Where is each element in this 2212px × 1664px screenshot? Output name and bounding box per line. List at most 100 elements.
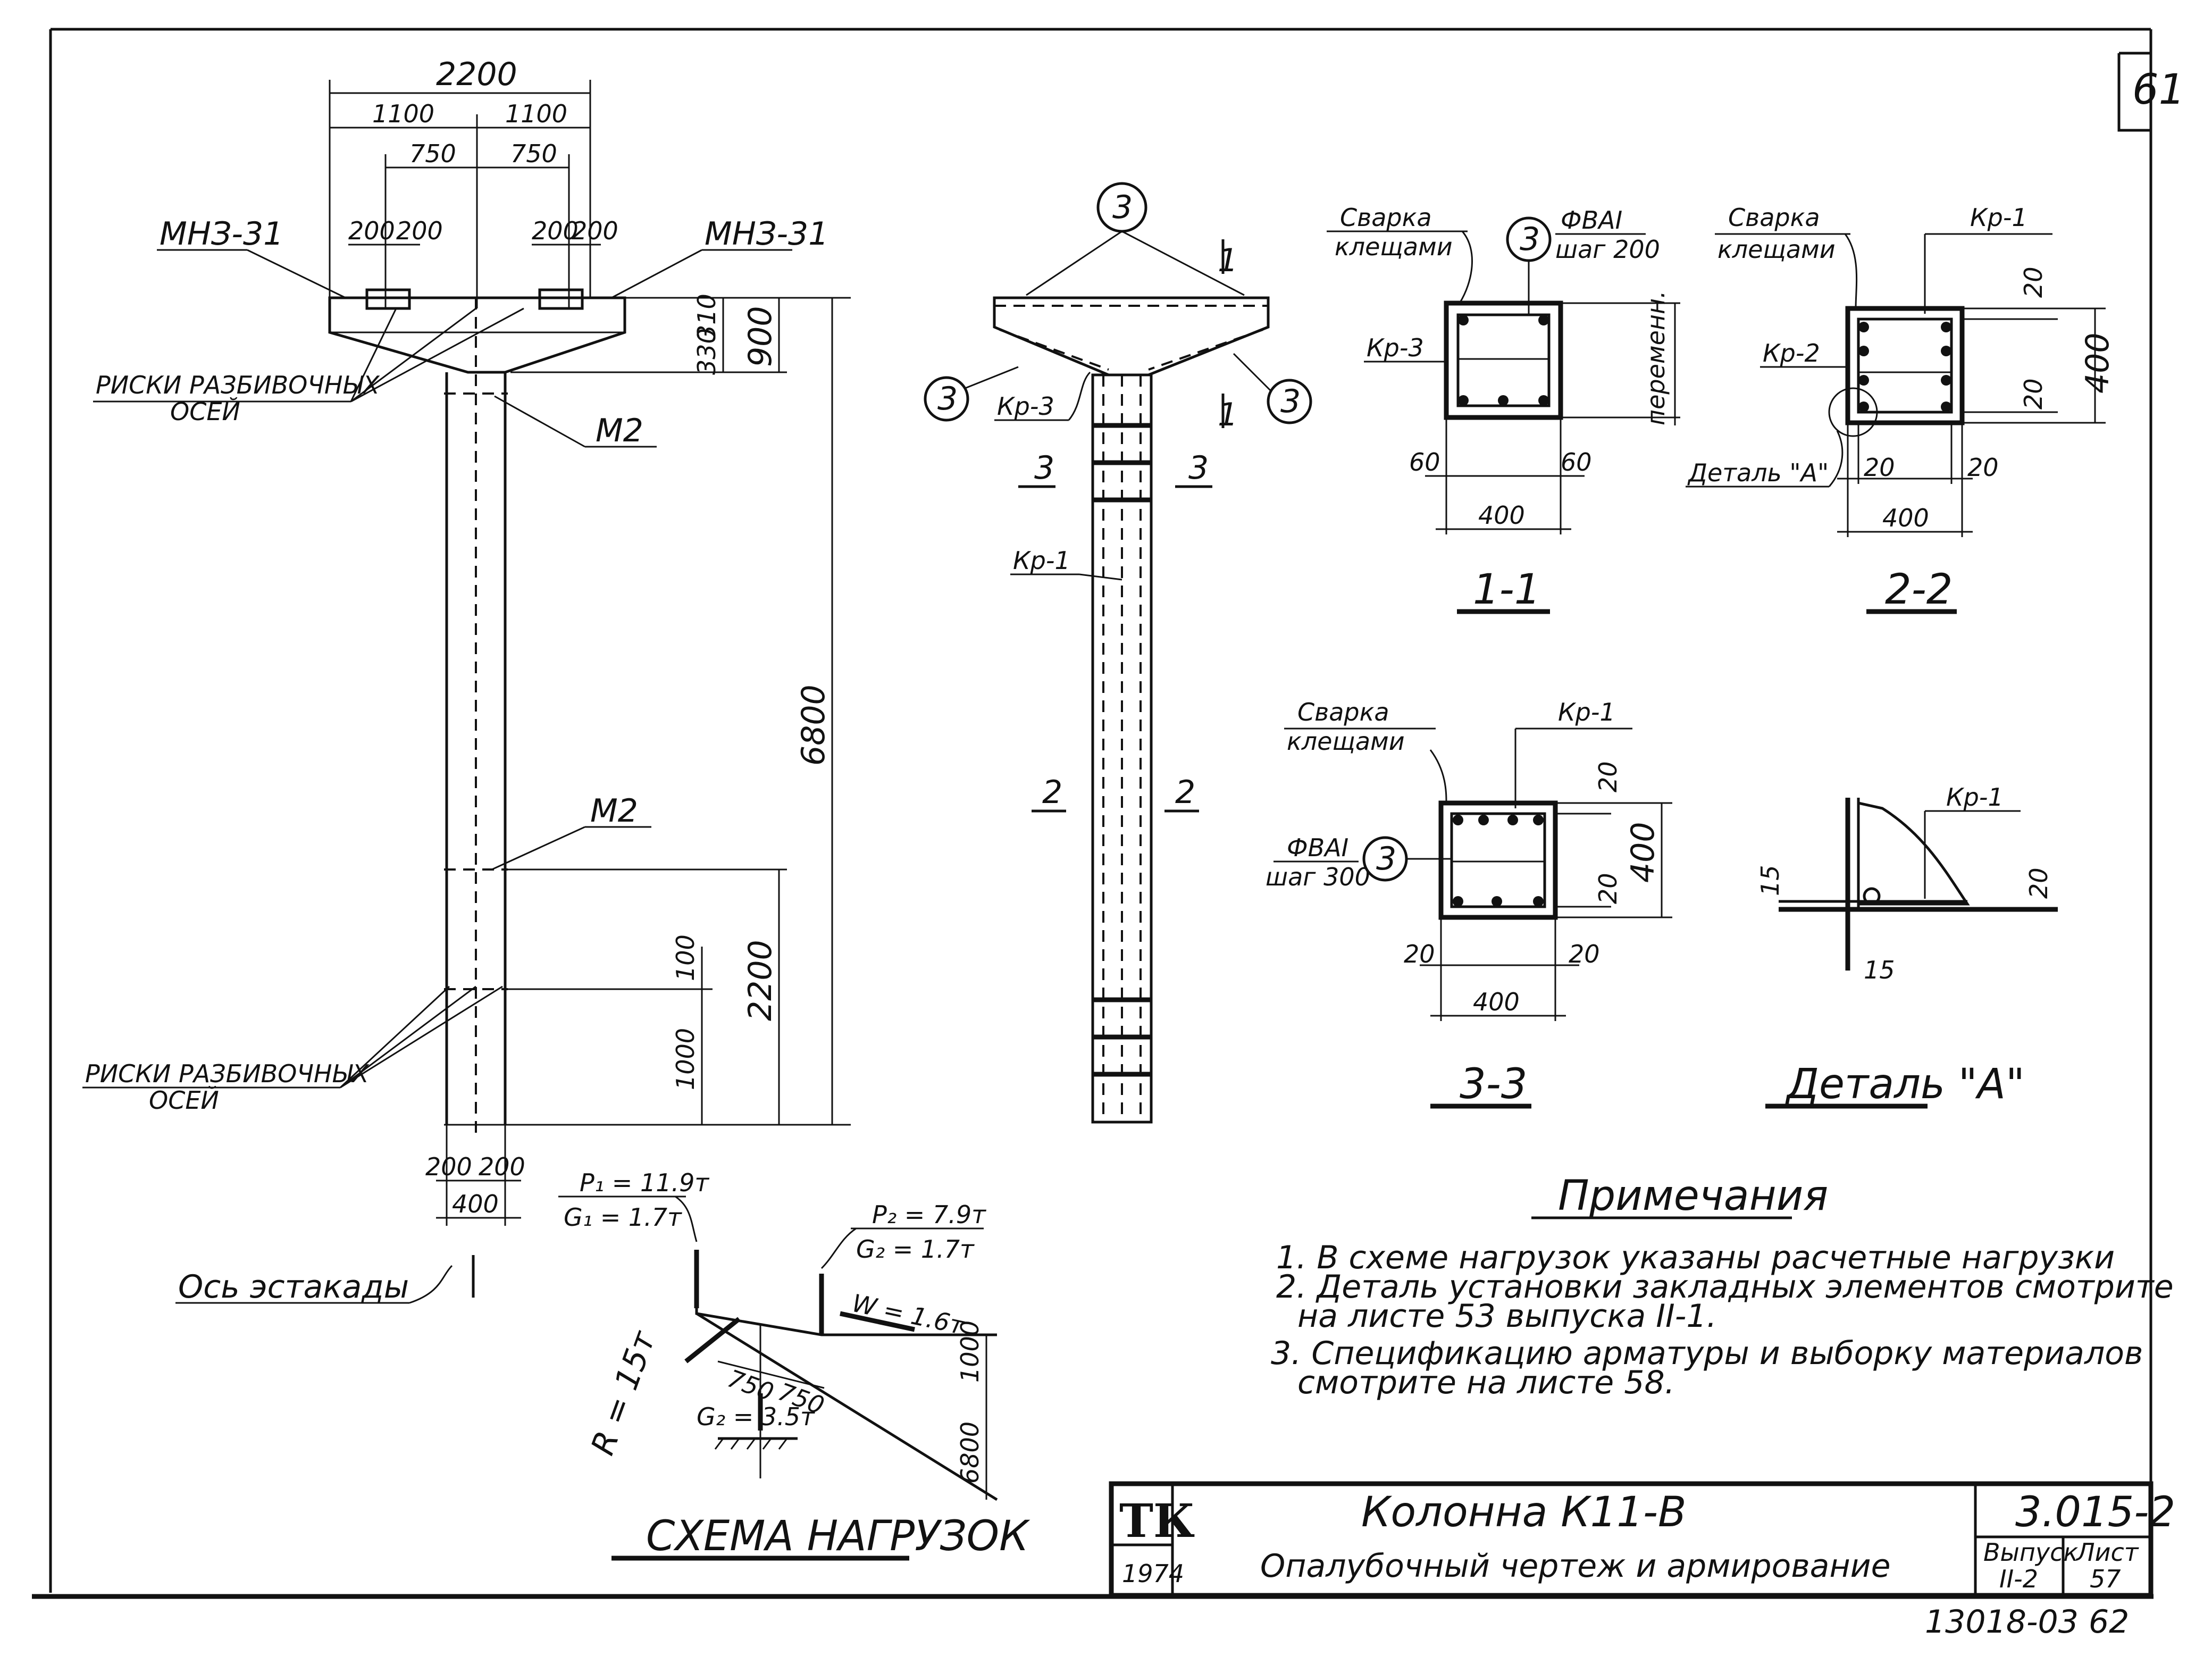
notes: Примечания 1. В схеме нагрузок указаны р… bbox=[1271, 1172, 2174, 1401]
dim-200-d: 200 bbox=[572, 216, 618, 245]
s11-stirrup bbox=[1456, 313, 1551, 407]
s33-dim-20-left: 20 bbox=[1404, 940, 1435, 968]
kr1-leader bbox=[1079, 573, 1122, 581]
s22-bar-8 bbox=[1941, 402, 1951, 412]
s11-weld-line1: Сварка bbox=[1340, 203, 1432, 232]
load-g2b: G₂ = 3.5т bbox=[697, 1402, 815, 1431]
note-line-4: 3. Спецификацию арматуры и выборку матер… bbox=[1271, 1335, 2143, 1372]
overpass-axis-leader bbox=[409, 1265, 453, 1304]
s22-dim-20-left: 20 bbox=[1864, 453, 1895, 482]
load-p1: P₁ = 11.9т bbox=[580, 1168, 709, 1197]
cut-2-right: 2 bbox=[1175, 774, 1195, 811]
load-g2: G₂ = 1.7т bbox=[856, 1235, 975, 1264]
s33-weld-leader bbox=[1429, 749, 1447, 804]
load-g1: G₁ = 1.7т bbox=[564, 1203, 682, 1232]
dim-1100-right: 1100 bbox=[505, 99, 567, 128]
cut-1-top: 1 bbox=[1218, 242, 1238, 279]
s33-dim-400-vert: 400 bbox=[1624, 822, 1662, 883]
axis-bottom-leader-c bbox=[340, 985, 503, 1089]
s33-bar-5 bbox=[1453, 896, 1463, 907]
load-p2-leader bbox=[820, 1227, 857, 1269]
dim-750-left: 750 bbox=[409, 139, 456, 168]
s11-bar-3 bbox=[1458, 395, 1469, 406]
mark-right-leader bbox=[611, 249, 702, 299]
load-dim-1000: 1000 bbox=[956, 1320, 984, 1383]
s33-bar-7 bbox=[1533, 896, 1544, 907]
dim-310: 310 bbox=[692, 294, 721, 340]
s11-dim-400: 400 bbox=[1478, 501, 1525, 530]
dim-200-b: 200 bbox=[396, 216, 443, 245]
axis-top-leader-a bbox=[350, 308, 397, 402]
kr3-label: Кр-3 bbox=[997, 392, 1054, 421]
detail-a-gusset bbox=[1858, 801, 1970, 906]
load-beam bbox=[695, 1308, 997, 1336]
s11-bar-number: 3 bbox=[1520, 221, 1540, 258]
m2-label-top: М2 bbox=[596, 412, 643, 449]
cut-3-left: 3 bbox=[1034, 449, 1054, 487]
detail-a-title: Деталь "А" bbox=[1785, 1060, 2025, 1108]
s11-bar-spec-2: шаг 200 bbox=[1555, 235, 1660, 264]
title-block: ТК 1974 Колонна К11-В Опалубочный чертеж… bbox=[1109, 1481, 2175, 1598]
dim-2200: 2200 bbox=[436, 56, 517, 93]
bar3-leader-b bbox=[1121, 230, 1245, 296]
s11-bar-5 bbox=[1498, 395, 1509, 406]
bar-3-top: 3 bbox=[1112, 189, 1133, 226]
s22-section-outline bbox=[1845, 306, 1965, 425]
load-dim-6800: 6800 bbox=[956, 1421, 984, 1484]
s22-dim-20-bottom: 20 bbox=[2019, 378, 2048, 409]
title-block-logo: ТК bbox=[1119, 1494, 1195, 1548]
cut-3-right: 3 bbox=[1188, 449, 1209, 487]
load-p1-leader bbox=[675, 1195, 698, 1242]
overpass-axis-label: Ось эстакады bbox=[178, 1268, 409, 1306]
s22-kr2-label: Кр-2 bbox=[1763, 339, 1820, 367]
s33-bar-spec-1: ФВАI bbox=[1287, 833, 1348, 862]
title-block-name-1: Колонна К11-В bbox=[1361, 1489, 1687, 1536]
axis-bottom-leader-a bbox=[339, 985, 450, 1089]
bar3-leader-a bbox=[1026, 230, 1122, 296]
rebar-head-inclined-right bbox=[1148, 329, 1263, 371]
s22-bar-2 bbox=[1858, 346, 1869, 356]
title-block-issue-label: Выпуск bbox=[1983, 1538, 2078, 1567]
s11-title: 1-1 bbox=[1473, 566, 1540, 614]
s33-bar-6 bbox=[1492, 896, 1502, 907]
dim-330: 330 bbox=[692, 328, 721, 375]
axis-marks-bottom-line2: ОСЕЙ bbox=[149, 1086, 219, 1115]
dim-1000: 1000 bbox=[671, 1028, 700, 1090]
m2-top-leader bbox=[494, 395, 585, 448]
section-3-3: Сварка клещами Кр-1 ФВАI шаг 300 3 20 40… bbox=[1266, 698, 1672, 1109]
s22-dim-20-right: 20 bbox=[1967, 453, 1999, 482]
s22-kr1-label: Кр-1 bbox=[1970, 203, 2027, 232]
rebar-head-outline bbox=[993, 296, 1270, 377]
s33-bar-4 bbox=[1533, 815, 1544, 825]
s33-bar-1 bbox=[1453, 815, 1463, 825]
s33-bar-3 bbox=[1507, 815, 1518, 825]
s11-bar-1 bbox=[1458, 315, 1469, 325]
s22-bar-4 bbox=[1858, 402, 1869, 412]
title-block-sheet-value: 57 bbox=[2090, 1565, 2121, 1593]
s11-kr3-label: Кр-3 bbox=[1367, 333, 1424, 362]
sheet-number-box bbox=[2117, 52, 2151, 132]
bar-3-right: 3 bbox=[1280, 383, 1301, 420]
dim-900: 900 bbox=[742, 306, 779, 367]
s22-bar-3 bbox=[1858, 375, 1869, 386]
sheet-number: 61 bbox=[2132, 66, 2185, 114]
load-support-hatch bbox=[714, 1438, 788, 1450]
kr1-label: Кр-1 bbox=[1013, 546, 1070, 575]
title-block-frame bbox=[1109, 1481, 2154, 1598]
dim-bottom-200-right: 200 bbox=[479, 1152, 525, 1181]
mark-mnz-left: МНЗ-31 bbox=[160, 215, 283, 253]
dim-2200-v: 2200 bbox=[742, 940, 779, 1021]
load-p2: P₂ = 7.9т bbox=[872, 1200, 986, 1229]
kr3-leader bbox=[1068, 371, 1091, 421]
s11-section-outline bbox=[1444, 300, 1563, 420]
load-scheme-title: СХЕМА НАГРУЗОК bbox=[646, 1512, 1030, 1560]
load-scheme: P₁ = 11.9т G₁ = 1.7т P₂ = 7.9т G₂ = 1.7т… bbox=[558, 1168, 1030, 1561]
load-dim-750-line bbox=[717, 1360, 825, 1389]
s22-dim-20-top: 20 bbox=[2019, 266, 2048, 298]
s22-bar-6 bbox=[1941, 346, 1951, 356]
bar-3-callout-right bbox=[1267, 379, 1312, 424]
page-bottom-number: 13018-03 62 bbox=[1925, 1603, 2129, 1641]
detail-a-dim-15-top: 15 bbox=[1756, 865, 1784, 896]
bar-3-callout-left bbox=[924, 376, 969, 422]
